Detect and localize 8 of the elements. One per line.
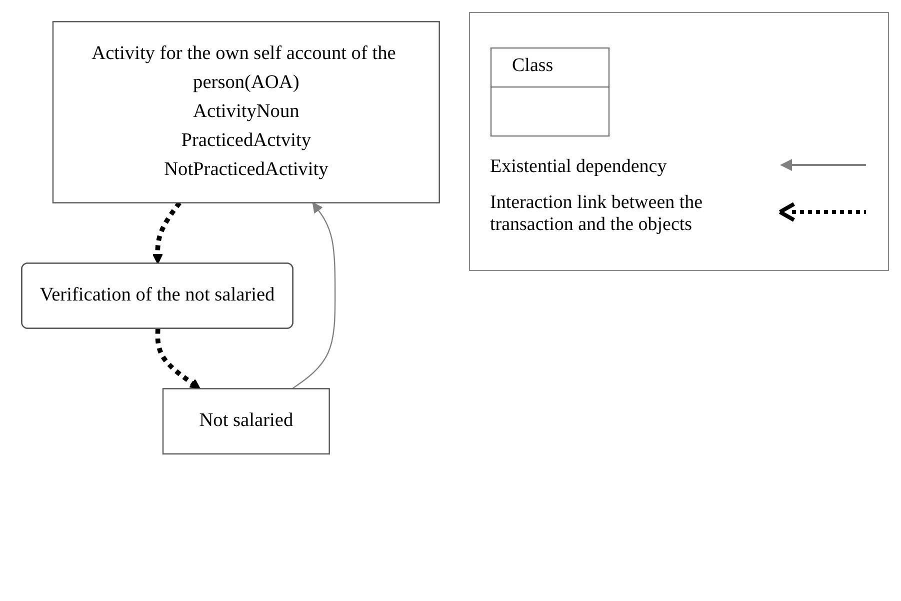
legend-text: Class: [512, 55, 554, 77]
node-box: Not salaried: [162, 388, 330, 454]
arrow: [155, 328, 200, 390]
legend-text: Interaction link between the transaction and the objects: [490, 192, 704, 236]
node-box: Activity for the own self account of the person(AOA) ActivityNoun PracticedActvity NotPracticedActivity: [52, 21, 440, 204]
legend-text: Existential dependency: [490, 156, 667, 178]
arrow: [152, 201, 182, 264]
arrow: [292, 202, 336, 390]
